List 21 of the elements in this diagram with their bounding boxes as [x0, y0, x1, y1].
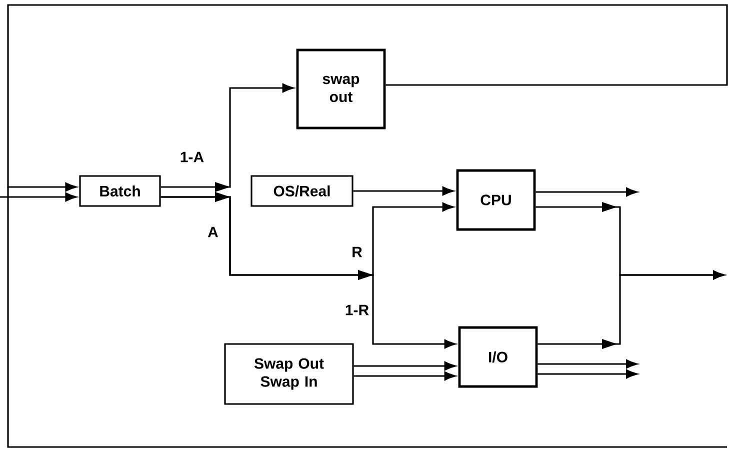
arrow	[354, 362, 456, 370]
process-box: I/O	[458, 326, 538, 388]
process-box: CPU	[456, 169, 536, 231]
process-box: OS/Real	[250, 175, 354, 207]
arrow	[7, 4, 728, 192]
arrow	[160, 84, 294, 192]
branch-label: 1-A	[180, 152, 204, 162]
branch-label: R	[352, 246, 362, 258]
arrow	[538, 270, 724, 349]
arrow	[353, 186, 454, 196]
arrow	[538, 360, 638, 368]
process-box: swap out	[296, 48, 386, 130]
arrow	[538, 370, 638, 378]
branch-label: 1-R	[346, 304, 369, 316]
branch-label: A	[208, 226, 218, 238]
arrow	[354, 372, 456, 380]
arrow	[160, 192, 456, 348]
process-box: Batch	[79, 175, 161, 207]
arrow	[536, 188, 638, 196]
process-box: Swap Out Swap In	[224, 343, 354, 405]
arrow	[0, 192, 77, 202]
